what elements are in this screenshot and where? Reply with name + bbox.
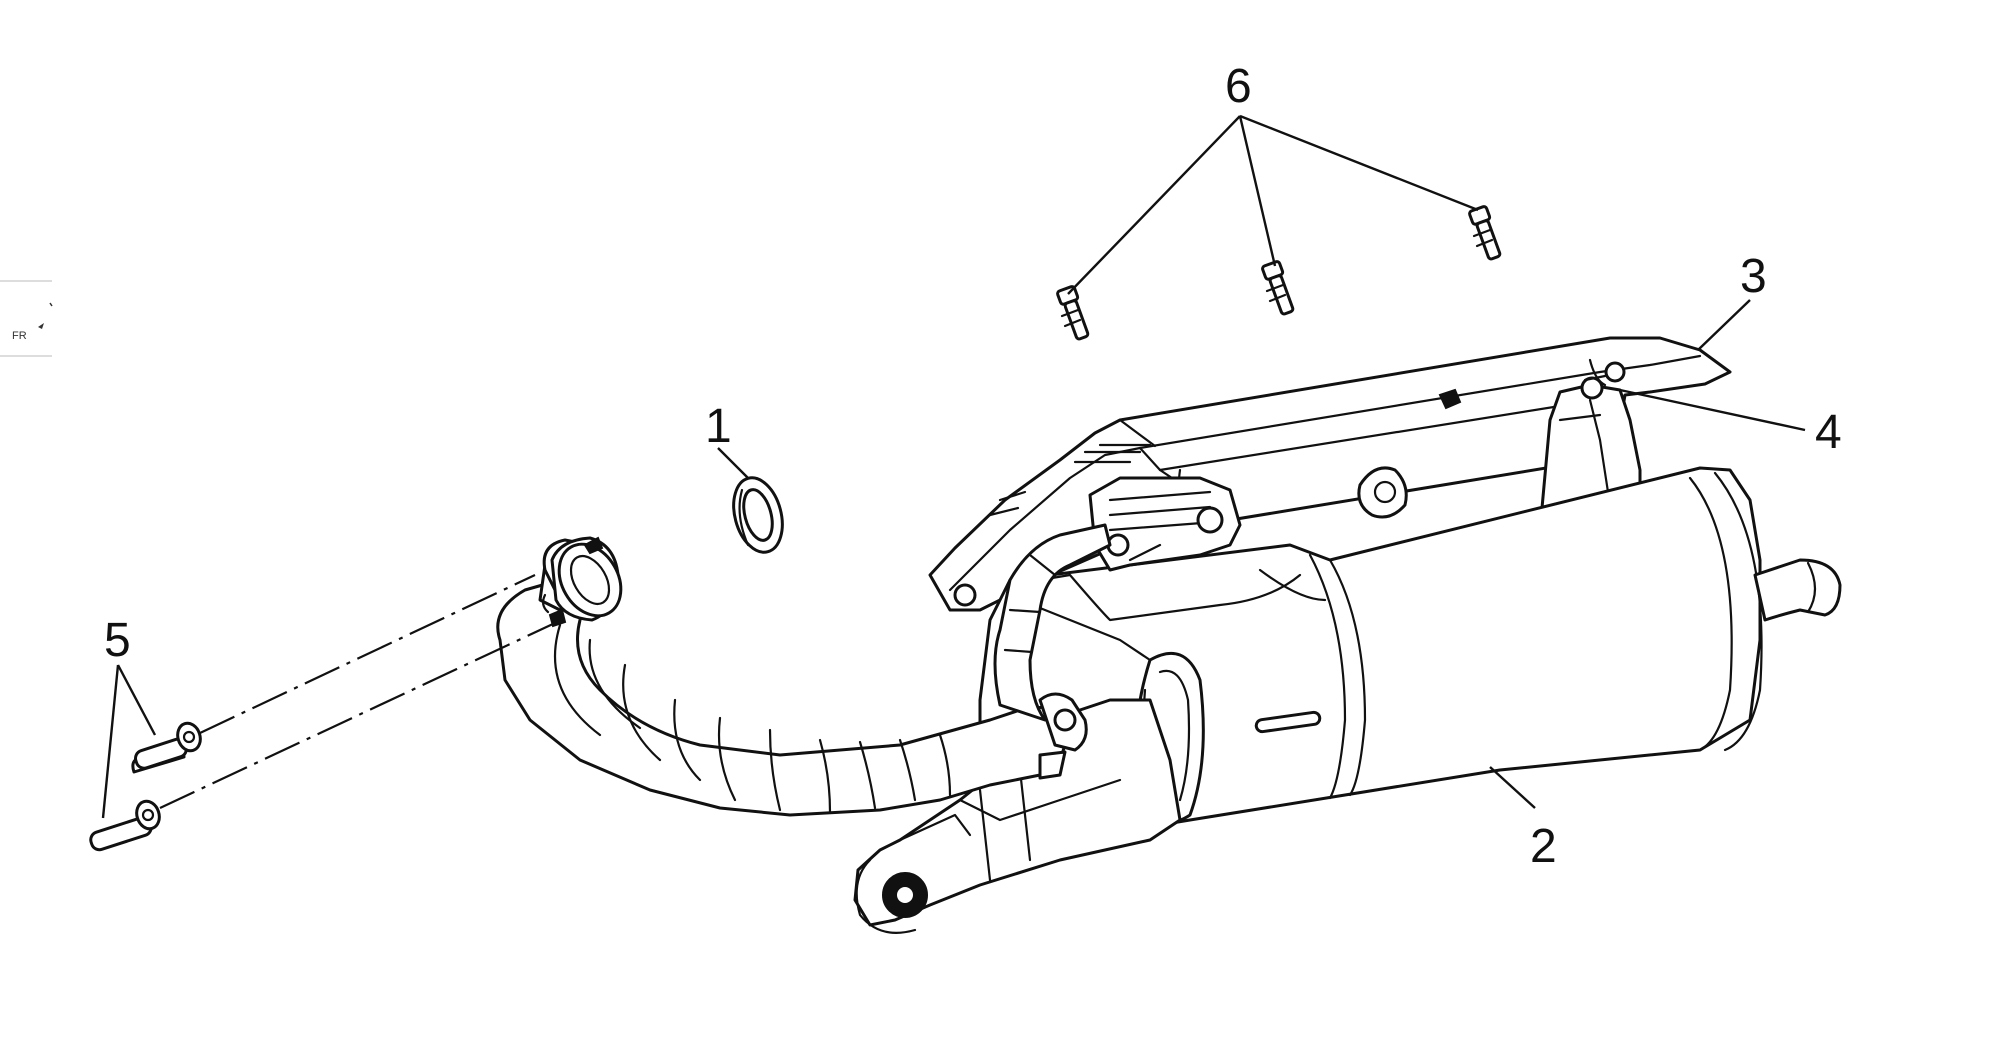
stud-bolt-lower [89, 799, 161, 852]
fr-label: FR [12, 330, 27, 342]
callout-2: 2 [1530, 820, 1557, 873]
callout-6: 6 [1225, 60, 1252, 113]
stud-centerline-upper [199, 574, 536, 734]
callout-5: 5 [104, 614, 131, 667]
callout-3: 3 [1740, 250, 1767, 303]
gasket [732, 476, 784, 554]
callout-4: 4 [1815, 406, 1842, 459]
shield-bolt-right [1468, 205, 1502, 261]
muffler [853, 466, 1842, 934]
front-orientation-mark: FR [0, 280, 53, 357]
shield-bolt-left [1056, 285, 1090, 341]
callout-1: 1 [705, 400, 732, 453]
exhaust-pipe [496, 523, 1112, 817]
shield-bolt-middle [1261, 260, 1295, 316]
stud-centerline-lower [159, 622, 556, 809]
stud-bolt-upper [131, 721, 202, 774]
leader-lines [101, 114, 1806, 819]
